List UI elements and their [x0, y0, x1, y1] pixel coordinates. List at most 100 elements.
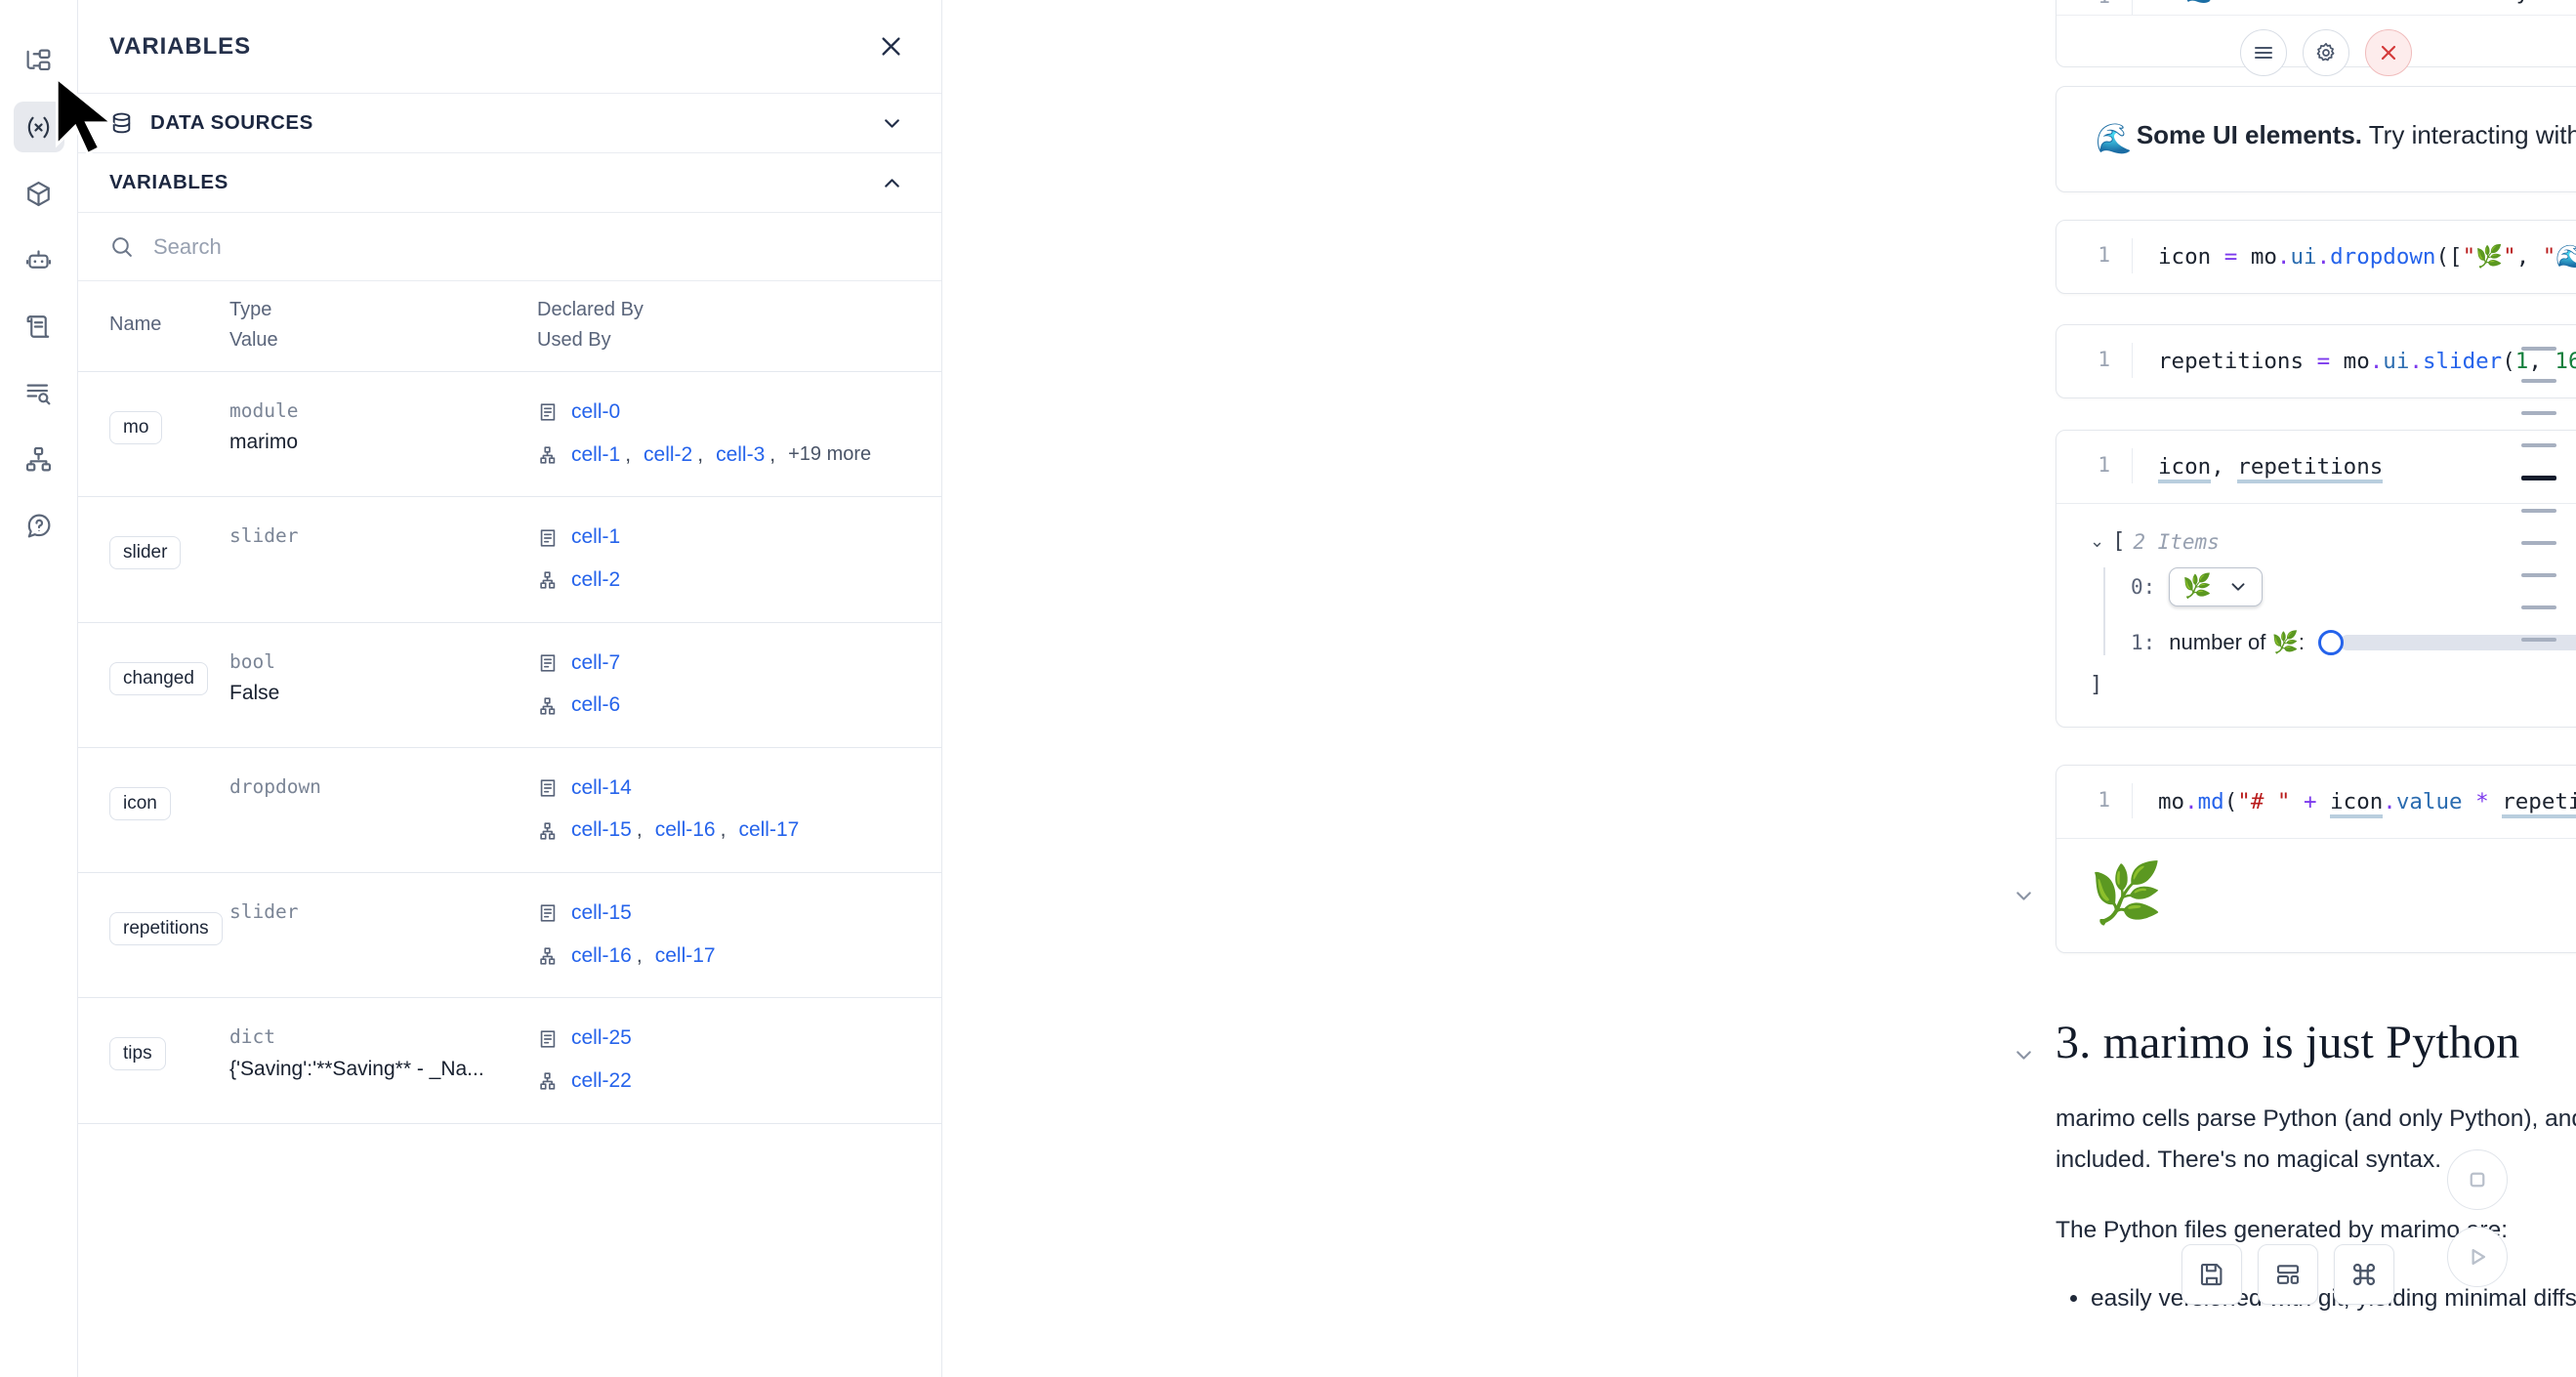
close-icon[interactable]	[878, 33, 904, 60]
variable-type: dict	[229, 1025, 275, 1049]
variable-name-chip[interactable]: slider	[109, 536, 182, 570]
chevron-down-icon[interactable]	[880, 111, 904, 136]
output-row-dropdown: 0: 🌿	[2131, 567, 2576, 607]
search-icon[interactable]	[14, 367, 64, 418]
minimap-bar[interactable]	[2521, 638, 2556, 642]
minimap-bar[interactable]	[2521, 509, 2556, 513]
code-token: value	[2395, 789, 2463, 814]
chat-bot-icon[interactable]	[14, 234, 64, 285]
minimap-bar[interactable]	[2521, 379, 2556, 383]
section-variables[interactable]: VARIABLES	[78, 153, 941, 213]
cell-link[interactable]: cell-17	[654, 943, 716, 967]
declared-by-icon	[537, 527, 559, 549]
minimap-bar[interactable]	[2521, 347, 2556, 351]
variable-name-chip[interactable]: repetitions	[109, 912, 223, 946]
variable-name-chip[interactable]: mo	[109, 411, 163, 444]
cell-link[interactable]: cell-1	[571, 442, 621, 466]
variable-name-chip[interactable]: icon	[109, 786, 171, 820]
minimap[interactable]	[2521, 347, 2556, 642]
command-palette-button[interactable]	[2334, 1244, 2394, 1305]
stop-button[interactable]	[2447, 1149, 2508, 1210]
collapse-heading-chevron-icon[interactable]	[2012, 1043, 2036, 1067]
variable-type: dropdown	[229, 774, 321, 798]
used-by-icon	[537, 820, 559, 842]
slider-knob[interactable]	[2317, 630, 2344, 656]
tree-index: 1:	[2131, 631, 2156, 655]
cell-link[interactable]: cell-15	[571, 901, 632, 925]
notebook-cell-md-render[interactable]: 1 mo.md("# " + icon.value * repetitions.…	[2056, 765, 2576, 954]
cell-link[interactable]: cell-14	[571, 775, 632, 799]
code-content[interactable]: repetitions = mo.ui.slider(1, 16, label=…	[2158, 343, 2576, 380]
column-header-declared-by: Declared By	[537, 299, 644, 320]
notebook-cell-widgets[interactable]: 1 icon, repetitions ⌄ [ 2 Items 0:	[2056, 430, 2576, 729]
code-content[interactable]: mo.md("# " + icon.value * repetitions.va…	[2158, 783, 2576, 820]
cell-link[interactable]: cell-1	[571, 525, 621, 549]
file-explorer-icon[interactable]	[14, 35, 64, 86]
link-separator: ,	[636, 818, 643, 842]
help-icon[interactable]	[14, 500, 64, 551]
code-token: icon	[2330, 789, 2384, 818]
cell-output: ⌄ [ 2 Items 0: 🌿	[2057, 503, 2576, 727]
minimap-bar[interactable]	[2521, 605, 2556, 609]
notebook-cell-markdown-output[interactable]: 🌊 Some UI elements. Try interacting with…	[2056, 86, 2576, 192]
collapse-cell-chevron-icon[interactable]	[2012, 884, 2036, 908]
cell-link[interactable]: cell-7	[571, 650, 621, 674]
cell-link[interactable]: cell-16	[571, 943, 632, 967]
link-separator: ,	[769, 442, 776, 466]
minimap-bar[interactable]	[2521, 443, 2556, 447]
code-token: 16	[2555, 349, 2576, 374]
minimap-bar[interactable]	[2521, 541, 2556, 545]
declared-by-icon	[537, 1028, 559, 1050]
tree-collapse-caret[interactable]: ⌄	[2090, 531, 2105, 552]
notebook-cell-slider-code[interactable]: 1 repetitions = mo.ui.slider(1, 16, labe…	[2056, 324, 2576, 399]
cell-link[interactable]: cell-3	[716, 442, 766, 466]
cell-link[interactable]: cell-22	[571, 1069, 632, 1093]
menu-icon[interactable]	[2240, 29, 2287, 76]
close-cell-icon[interactable]	[2365, 29, 2412, 76]
dropdown-widget[interactable]: 🌿	[2169, 567, 2264, 607]
documentation-icon[interactable]	[14, 301, 64, 352]
panel-header: VARIABLES	[78, 0, 941, 94]
notebook-area: 1 ""🌊 Some UI elements.** Try interactin…	[942, 0, 2576, 1377]
variable-value: marimo	[229, 431, 299, 454]
code-content[interactable]: icon, repetitions	[2158, 448, 2384, 485]
cell-link[interactable]: cell-2	[571, 567, 621, 591]
cell-link[interactable]: cell-2	[644, 442, 693, 466]
code-token: (	[2502, 349, 2515, 374]
search-input[interactable]	[153, 233, 910, 260]
variable-name-chip[interactable]: tips	[109, 1037, 166, 1071]
cell-link[interactable]: cell-0	[571, 400, 621, 423]
output-emoji: 🌿	[2090, 860, 2163, 927]
variables-icon[interactable]	[13, 102, 64, 152]
cell-link[interactable]: cell-15	[571, 818, 632, 842]
packages-icon[interactable]	[14, 168, 64, 219]
code-token: ([	[2435, 244, 2463, 270]
prose-paragraph-2: The Python files generated by marimo are…	[2056, 1217, 2509, 1244]
minimap-bar[interactable]	[2521, 476, 2556, 480]
dependency-graph-icon[interactable]	[14, 434, 64, 484]
slider-track[interactable]	[2339, 635, 2576, 651]
minimap-bar[interactable]	[2521, 411, 2556, 415]
variable-name-chip[interactable]: changed	[109, 661, 208, 695]
layout-button[interactable]	[2258, 1244, 2318, 1305]
code-content[interactable]: icon = mo.ui.dropdown(["🌿", "🌊", "✨"], v…	[2158, 238, 2576, 275]
notebook-cell-dropdown-code[interactable]: 1 icon = mo.ui.dropdown(["🌿", "🌊", "✨"],…	[2056, 220, 2576, 295]
bracket-close: ]	[2090, 673, 2103, 698]
save-button[interactable]	[2181, 1244, 2242, 1305]
run-button[interactable]	[2447, 1227, 2508, 1287]
cell-link[interactable]: cell-25	[571, 1026, 632, 1050]
cell-link[interactable]: cell-16	[654, 818, 716, 842]
cell-toolbar: r f markdown	[2057, 14, 2576, 66]
used-by-icon	[537, 945, 559, 967]
chevron-down-icon	[2231, 583, 2245, 591]
minimap-bar[interactable]	[2521, 573, 2556, 577]
chevron-up-icon[interactable]	[880, 171, 904, 195]
cell-link[interactable]: cell-6	[571, 693, 621, 717]
slider-widget[interactable]	[2317, 630, 2576, 656]
used-by-more-label[interactable]: +19 more	[788, 443, 872, 466]
cell-link[interactable]: cell-17	[738, 818, 800, 842]
settings-gear-icon[interactable]	[2303, 29, 2349, 76]
section-data-sources[interactable]: DATA SOURCES	[78, 94, 941, 153]
link-separator: ,	[697, 442, 704, 466]
